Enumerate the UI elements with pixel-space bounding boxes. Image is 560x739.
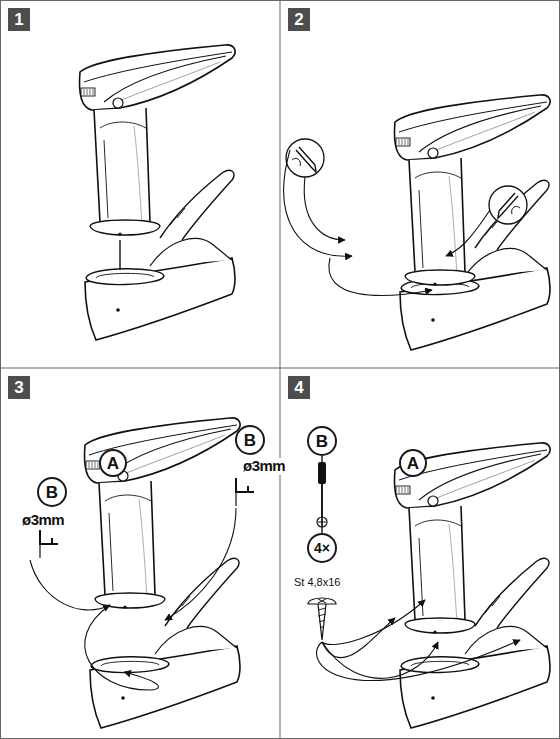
drill-bit [39,544,40,558]
drill-icon [40,530,58,558]
leader-arrow [165,508,236,620]
callout-text: 4× [314,541,330,555]
callout-text: 3 [14,379,23,396]
drill-diameter: ø3mm [241,458,287,475]
callout-text: B [316,433,328,450]
leader-arrow [304,177,345,240]
screwdriver-icon [317,462,327,527]
armrest-figure [395,95,551,286]
part-callout: A [399,449,427,477]
leader-arrow [322,642,438,678]
callout-text: B [46,484,58,501]
step-number: 4 [288,376,310,399]
callout-text: 1 [14,11,23,28]
step-number: 3 [8,376,30,399]
screw-size: St 4,8x16 [292,576,342,588]
marker-icon [489,186,527,224]
tool-callout: B [235,425,265,455]
tool-callout: B [307,426,337,456]
screw-head [308,598,336,604]
screw-cross [318,599,326,603]
step-number: 1 [8,8,30,31]
leader-arrow [284,150,352,256]
armrest-figure [80,45,236,236]
callout-text: A [107,455,119,472]
drill-icon [236,478,254,506]
screw-icon [308,598,336,640]
leader-arrow [446,210,490,256]
armrest-figure [395,443,551,634]
cross-mark [318,518,326,526]
screw-shank [318,604,326,640]
tool-callout: B [37,477,67,507]
hand [292,158,300,166]
drill-bit [235,492,236,506]
screw-thread [318,608,326,628]
quantity-callout: 4× [307,533,337,563]
callout-text: B [244,432,256,449]
icon-circle [489,186,527,224]
leader-arrow [329,258,432,295]
leader-arrow [322,618,395,658]
leader-arrow [30,560,110,610]
drill-chuck [40,530,58,544]
part-callout: A [99,449,127,477]
screw-post [119,240,120,270]
step-number: 2 [288,8,310,31]
drill-chuck [236,478,254,492]
leader-arrow [322,600,425,645]
icon-circle [286,139,324,177]
divider [0,368,560,369]
screwdriver-shaft [321,484,323,518]
leader-arrow [85,605,159,690]
leader-arrow [317,640,520,681]
tool-link-line [321,456,322,533]
callout-text: A [407,455,419,472]
drill-diameter: ø3mm [20,512,66,529]
marker-icon [286,139,324,177]
armrest-figure [85,418,241,609]
cross-head [317,517,327,527]
callout-text: 4 [294,379,303,396]
hand [512,206,520,214]
callout-text: 2 [294,11,303,28]
divider [280,0,281,739]
screwdriver-handle [318,462,326,484]
pen [498,193,518,218]
